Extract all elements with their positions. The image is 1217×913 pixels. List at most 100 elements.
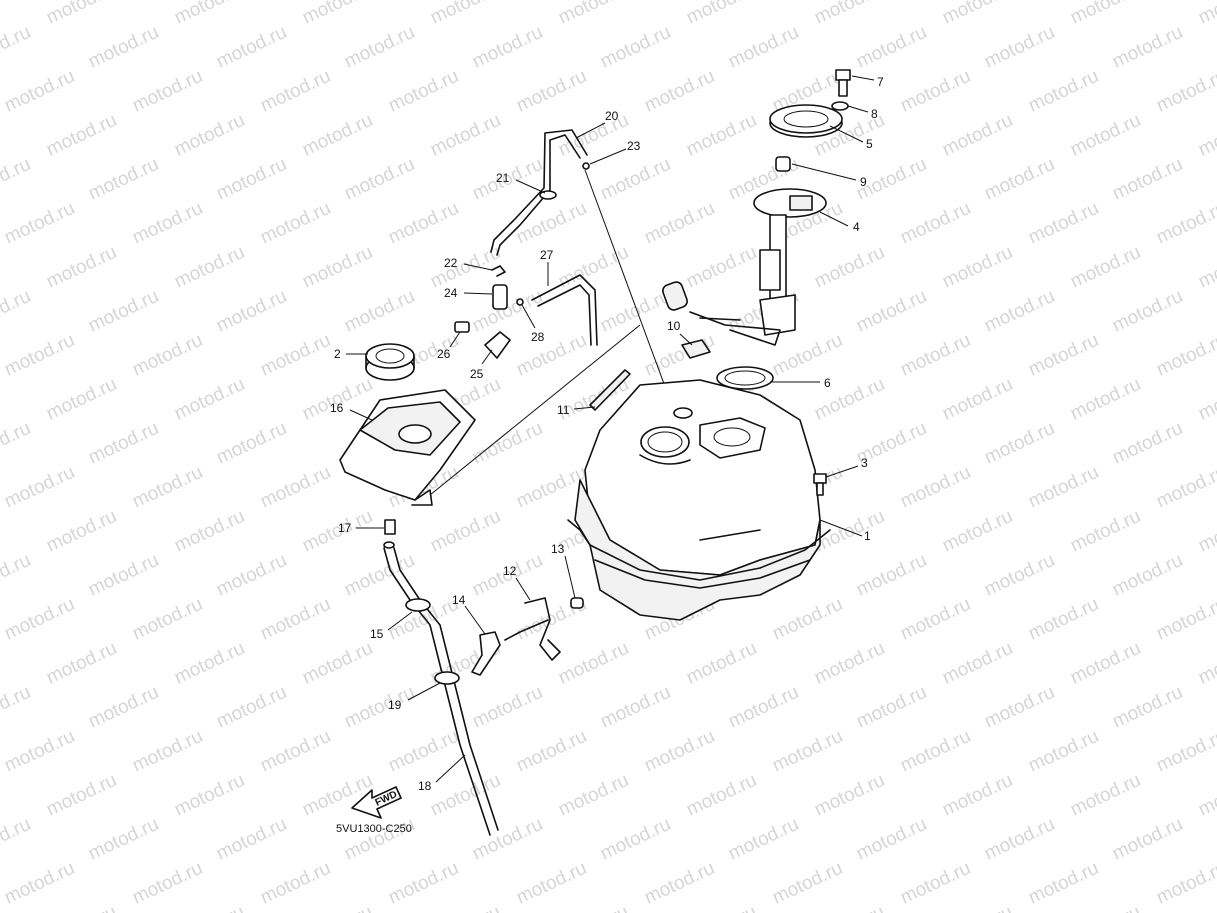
watermark-text: motod.ru [555,770,632,821]
watermark-text: motod.ru [641,66,718,117]
hose-27 [531,274,598,346]
leader-8 [847,105,869,113]
watermark-text: motod.ru [683,0,760,29]
watermark-text: motod.ru [853,682,930,733]
fwd-label: FWD [374,789,399,809]
breather-hose [490,129,590,256]
callout-18: 18 [418,779,432,793]
watermark-text: motod.ru [43,242,120,293]
watermark-text: motod.ru [257,330,334,381]
watermark-text: motod.ru [341,286,418,337]
watermark-text: motod.ru [939,638,1016,689]
watermark-text: motod.ru [171,374,248,425]
leader-22 [463,263,493,271]
nipple-17 [384,519,396,535]
watermark-text: motod.ru [1067,638,1144,689]
callout-3: 3 [861,456,868,470]
watermark-text: motod.ru [171,242,248,293]
callout-27: 27 [540,248,554,262]
watermark-text: motod.ru [257,66,334,117]
watermark-text: motod.ru [85,418,162,469]
watermark-text: motod.ru [1109,154,1186,205]
watermark-text: motod.ru [299,638,376,689]
watermark-text: motod.ru [43,110,120,161]
leader-14 [464,605,486,635]
watermark-text: motod.ru [1153,198,1217,249]
leader-3 [825,465,859,478]
callout-22: 22 [444,256,458,270]
watermark-text: motod.ru [213,286,290,337]
watermark-text: motod.ru [0,418,34,469]
watermark-text: motod.ru [43,902,120,913]
watermark-text: motod.ru [129,66,206,117]
clip-28 [516,298,524,306]
watermark-text: motod.ru [1067,770,1144,821]
watermark-text: motod.ru [981,814,1058,865]
watermark-text: motod.ru [1153,66,1217,117]
leader-10 [679,333,693,346]
watermark-text: motod.ru [1109,682,1186,733]
watermark-text: motod.ru [427,242,504,293]
callout-24: 24 [444,286,458,300]
watermark-text: motod.ru [213,22,290,73]
nut-13 [570,597,584,609]
watermark-text: motod.ru [939,110,1016,161]
watermark-text: motod.ru [1153,726,1217,777]
watermark-text: motod.ru [897,330,974,381]
watermark-text: motod.ru [0,682,34,733]
screw-26 [454,321,470,333]
watermark-text: motod.ru [85,682,162,733]
fuel-tank [567,379,831,621]
watermark-text: motod.ru [1109,22,1186,73]
watermark-text: motod.ru [341,682,418,733]
watermark-text: motod.ru [257,462,334,513]
watermark-text: motod.ru [897,858,974,909]
watermark-text: motod.ru [1153,462,1217,513]
watermark-text: motod.ru [129,594,206,645]
watermark-text: motod.ru [811,374,888,425]
watermark-text: motod.ru [853,550,930,601]
callout-25: 25 [470,367,484,381]
watermark-text: motod.ru [683,638,760,689]
watermark-text: motod.ru [257,198,334,249]
watermark-text: motod.ru [1109,418,1186,469]
callout-19: 19 [388,698,402,712]
watermark-text: motod.ru [769,330,846,381]
clamp-14 [471,631,501,676]
leader-18 [435,754,466,783]
leader-9 [791,163,857,181]
callout-9: 9 [860,175,867,189]
leader-20 [575,122,606,139]
watermark-text: motod.ru [1,66,78,117]
watermark-text: motod.ru [555,638,632,689]
watermark-text: motod.ru [469,682,546,733]
watermark-text: motod.ru [469,418,546,469]
watermark-text: motod.ru [897,66,974,117]
watermark-text: motod.ru [1067,902,1144,913]
watermark-text: motod.ru [129,198,206,249]
watermark-text: motod.ru [341,154,418,205]
watermark-text: motod.ru [0,286,34,337]
watermark-text: motod.ru [213,550,290,601]
parts-drawing: FWD [339,69,851,836]
callout-8: 8 [871,107,878,121]
watermark-text: motod.ru [1195,506,1217,557]
gasket-6 [716,366,774,390]
leader-19 [407,682,441,701]
watermark-text: motod.ru [129,858,206,909]
watermark-text: motod.ru [683,902,760,913]
pad-11 [589,369,631,411]
valve-24 [492,284,508,310]
clip-22 [491,265,506,277]
watermark-text: motod.ru [513,198,590,249]
watermark-text: motod.ru [769,726,846,777]
leader-21 [515,179,546,194]
watermark-text: motod.ru [597,154,674,205]
watermark-text: motod.ru [897,726,974,777]
watermark-text: motod.ru [171,506,248,557]
watermark-text: motod.ru [981,682,1058,733]
watermark-text: motod.ru [683,242,760,293]
watermark-text: motod.ru [213,682,290,733]
leader-13 [564,555,576,599]
callout-16: 16 [330,401,344,415]
